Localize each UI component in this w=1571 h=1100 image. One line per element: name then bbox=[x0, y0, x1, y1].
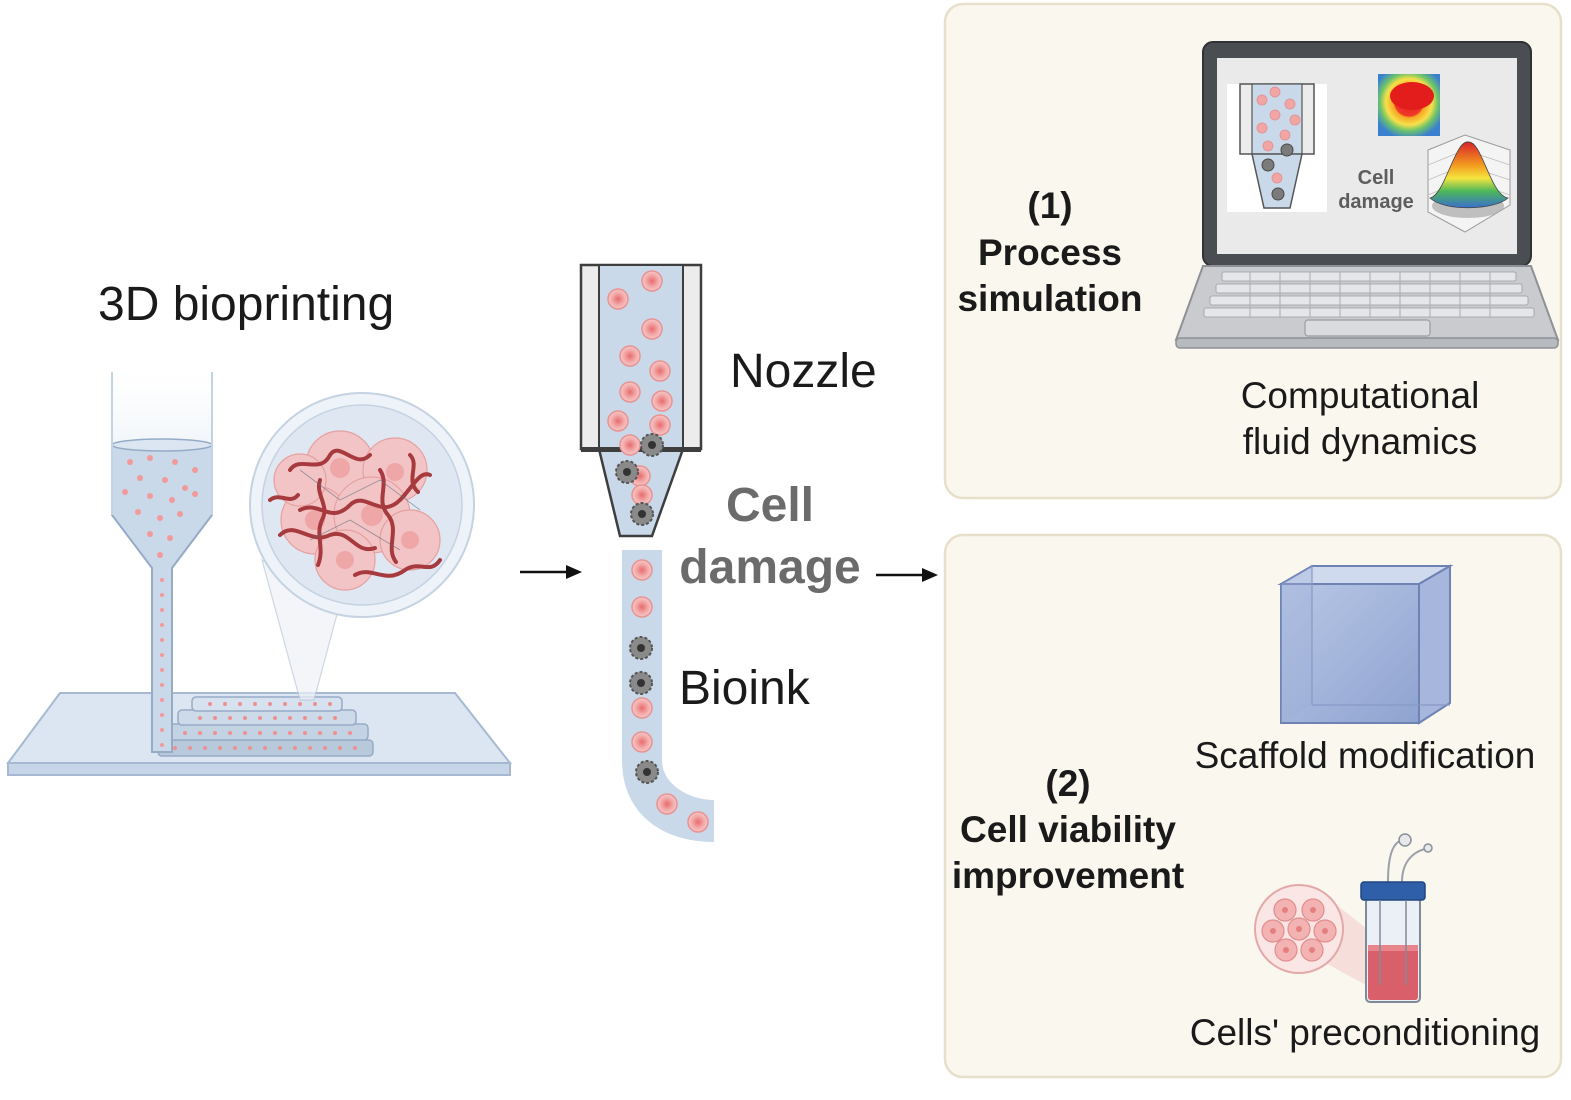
screen-contour-plot bbox=[1378, 74, 1440, 136]
screen-cell-damage-line1: Cell bbox=[1358, 167, 1395, 189]
arrow-to-nozzle bbox=[520, 565, 582, 579]
cfd-caption-line1: Computational bbox=[1241, 375, 1480, 416]
panel-cell-viability bbox=[943, 533, 1563, 1079]
bioink-strand bbox=[622, 550, 714, 842]
panel2-number: (2) bbox=[1045, 763, 1090, 804]
screen-nozzle-simulation bbox=[1227, 83, 1327, 212]
nozzle-label: Nozzle bbox=[730, 345, 877, 398]
bioreactor-icon bbox=[1360, 833, 1433, 1003]
cell-damage-label-line2: damage bbox=[679, 541, 860, 594]
cell-cluster-icon bbox=[1254, 884, 1375, 990]
panel2-title-line1: Cell viability bbox=[960, 809, 1176, 850]
panel1-title-line1: Process bbox=[978, 232, 1122, 273]
printed-construct bbox=[157, 696, 374, 757]
screen-cell-damage-line2: damage bbox=[1338, 191, 1414, 213]
screen-3d-surface-plot bbox=[1427, 134, 1511, 233]
panel1-title-line2: simulation bbox=[957, 278, 1142, 319]
panel1-number: (1) bbox=[1027, 185, 1072, 226]
magnified-bioink-view bbox=[249, 392, 475, 618]
cells-preconditioning-label: Cells' preconditioning bbox=[1190, 1012, 1541, 1053]
panel2-title-line2: improvement bbox=[952, 855, 1184, 896]
scaffold-cube-icon bbox=[1277, 564, 1454, 725]
cell-damage-label-line1: Cell bbox=[726, 479, 814, 532]
syringe bbox=[111, 372, 213, 753]
arrow-to-solutions bbox=[876, 568, 938, 582]
nozzle bbox=[579, 263, 703, 538]
bioprinting-title: 3D bioprinting bbox=[98, 278, 394, 331]
cfd-caption-line2: fluid dynamics bbox=[1243, 421, 1477, 462]
scaffold-modification-label: Scaffold modification bbox=[1195, 735, 1536, 776]
bioink-label: Bioink bbox=[679, 662, 811, 715]
damaged-cells-nozzle bbox=[615, 433, 664, 526]
